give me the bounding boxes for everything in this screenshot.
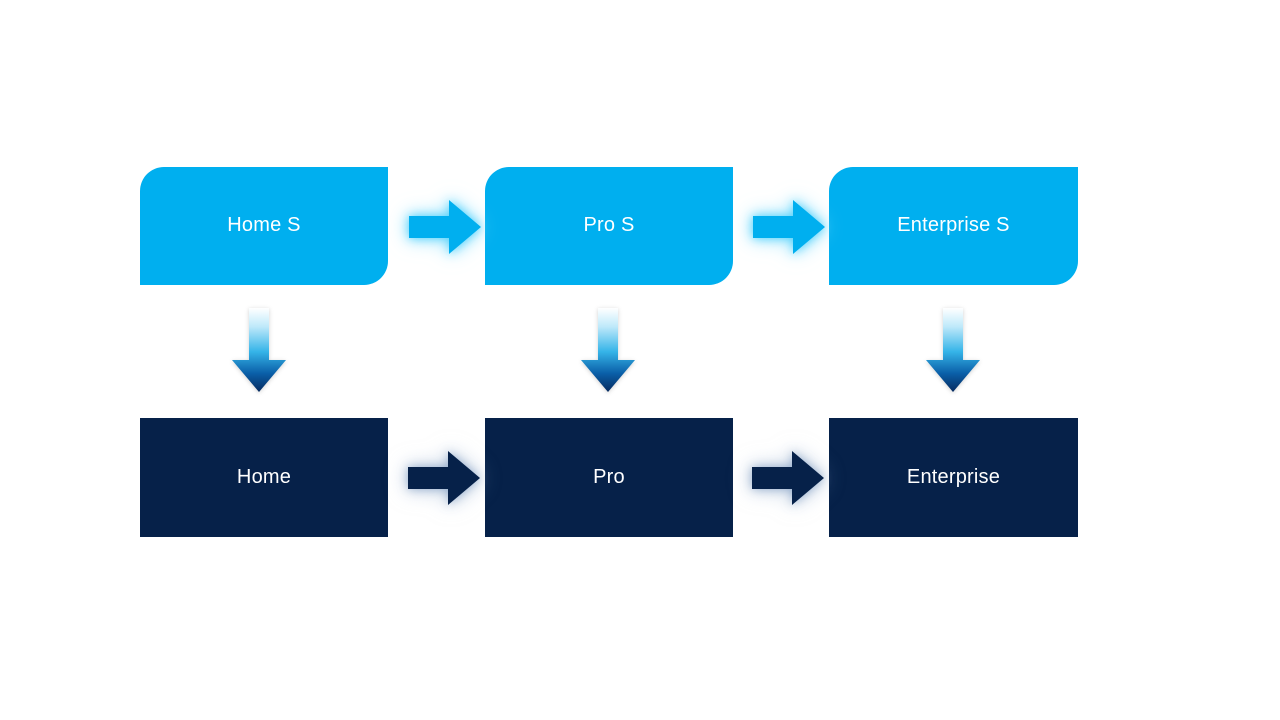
node-pro-s[interactable]: Pro S [485, 167, 733, 285]
node-home[interactable]: Home [140, 418, 388, 537]
arrow-down-icon [232, 308, 286, 392]
arrow-down-icon [926, 308, 980, 392]
arrow-right-icon [752, 451, 824, 505]
node-enterprise-label: Enterprise [906, 465, 1001, 488]
node-enterprise-s[interactable]: Enterprise S [829, 167, 1078, 285]
node-enterprise[interactable]: Enterprise [829, 418, 1078, 537]
connector-pro-s-to-pro [581, 308, 635, 392]
connector-svc-pro-to-enterprise [753, 200, 825, 254]
arrow-right-icon [408, 451, 480, 505]
arrow-down-icon [581, 308, 635, 392]
node-pro-s-label: Pro S [583, 214, 635, 236]
connector-svc-home-to-pro [409, 200, 481, 254]
arrow-right-icon [753, 200, 825, 254]
node-enterprise-s-label: Enterprise S [897, 214, 1010, 236]
connector-prod-home-to-pro [408, 451, 480, 505]
node-pro-label: Pro [593, 465, 625, 488]
connector-home-s-to-home [232, 308, 286, 392]
connector-prod-pro-to-enterprise [752, 451, 824, 505]
node-home-s[interactable]: Home S [140, 167, 388, 285]
arrow-right-icon [409, 200, 481, 254]
connector-enterprise-s-to-enterprise [926, 308, 980, 392]
node-home-label: Home [236, 465, 292, 488]
node-pro[interactable]: Pro [485, 418, 733, 537]
node-home-s-label: Home S [227, 214, 301, 236]
